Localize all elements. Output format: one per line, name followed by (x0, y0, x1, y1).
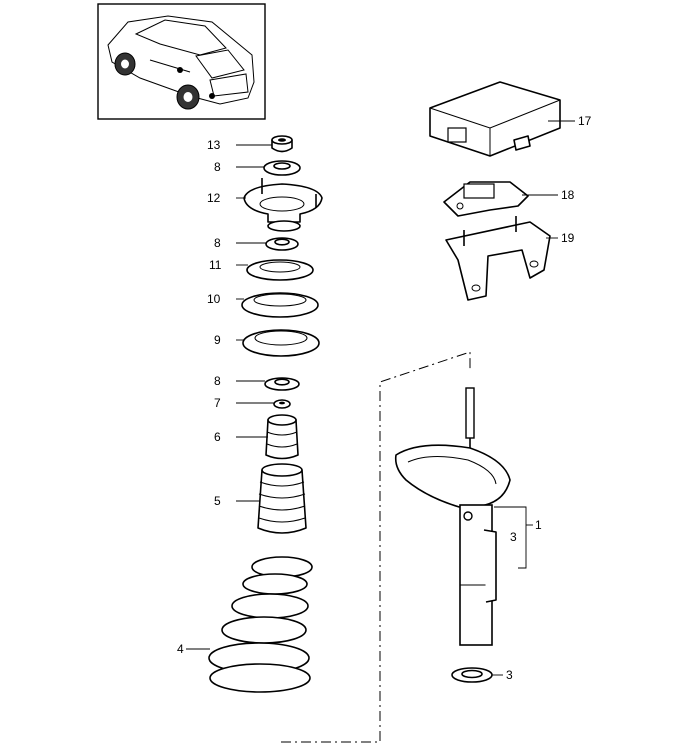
part-12-top-mount (243, 178, 323, 232)
callout-8: 8 (214, 236, 221, 250)
callout-8: 8 (214, 160, 221, 174)
part-5-dust-boot (257, 463, 307, 534)
callout-7: 7 (214, 396, 221, 410)
part-4-coil-spring (208, 556, 313, 693)
callout-labels: 13 8 12 8 11 10 9 8 7 6 5 4 17 18 19 1 3… (177, 114, 592, 682)
callout-17: 17 (578, 114, 592, 128)
callout-8: 8 (214, 374, 221, 388)
part-11-bearing (246, 259, 314, 281)
part-8-washer-lower (264, 377, 300, 391)
part-13-nut (271, 135, 293, 153)
car-illustration (107, 15, 255, 110)
part-9-spring-pad (242, 329, 320, 357)
part-3-washer (451, 667, 493, 683)
callout-13: 13 (207, 138, 221, 152)
callout-9: 9 (214, 333, 221, 347)
part-8-washer-middle (265, 237, 299, 251)
callout-11: 11 (209, 258, 222, 272)
part-7-bushing (273, 399, 291, 409)
callout-19: 19 (561, 231, 575, 245)
part-17-control-unit (429, 81, 561, 157)
part-6-bump-stop (265, 414, 299, 460)
car-thumbnail (97, 3, 266, 120)
callout-3: 3 (506, 668, 513, 682)
assembly-dashed-line (281, 351, 471, 743)
part-19-bracket (445, 216, 551, 301)
part-1-strut-assembly (394, 387, 511, 646)
callout-18: 18 (561, 188, 575, 202)
callout-4: 4 (177, 642, 184, 656)
callout-6: 6 (214, 430, 221, 444)
callout-12: 12 (207, 191, 221, 205)
callout-3: 3 (510, 530, 517, 544)
callout-5: 5 (214, 494, 221, 508)
callout-1: 1 (535, 518, 542, 532)
callout-10: 10 (207, 292, 221, 306)
part-10-spring-seat (241, 292, 319, 318)
part-18-holder (443, 181, 529, 217)
leader-lines (186, 120, 575, 676)
part-8-washer-top (263, 160, 301, 176)
